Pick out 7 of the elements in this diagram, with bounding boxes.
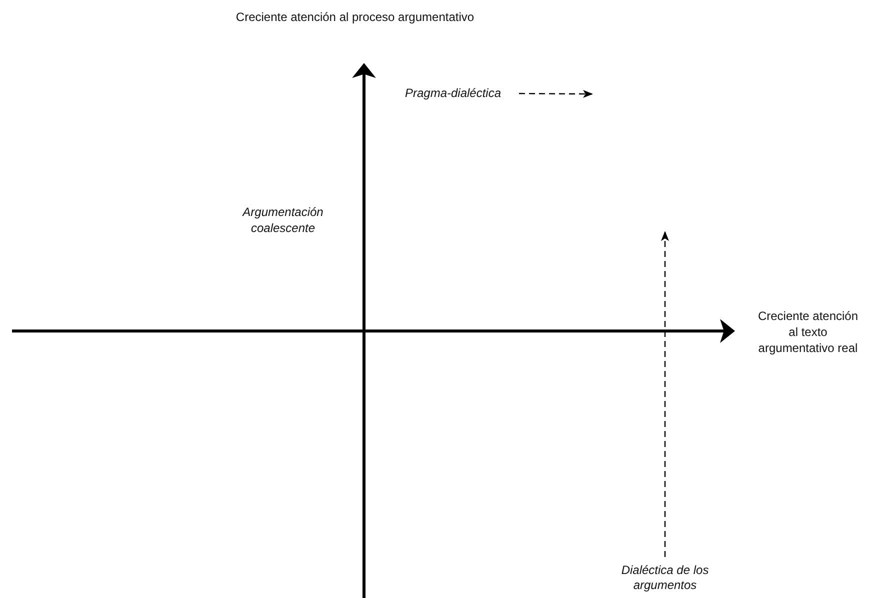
axis-label: Creciente atención al proceso argumentativo bbox=[234, 9, 476, 25]
node-label: Dialéctica de los argumentos bbox=[617, 563, 713, 593]
dashed-arrow bbox=[519, 90, 593, 98]
dashed-arrow bbox=[661, 231, 669, 557]
axis-label: Creciente atención al texto argumentativo real bbox=[756, 308, 860, 356]
quadrant-label: Argumentación coalescente bbox=[241, 204, 324, 236]
node-label: Pragma-dialéctica bbox=[393, 86, 513, 101]
